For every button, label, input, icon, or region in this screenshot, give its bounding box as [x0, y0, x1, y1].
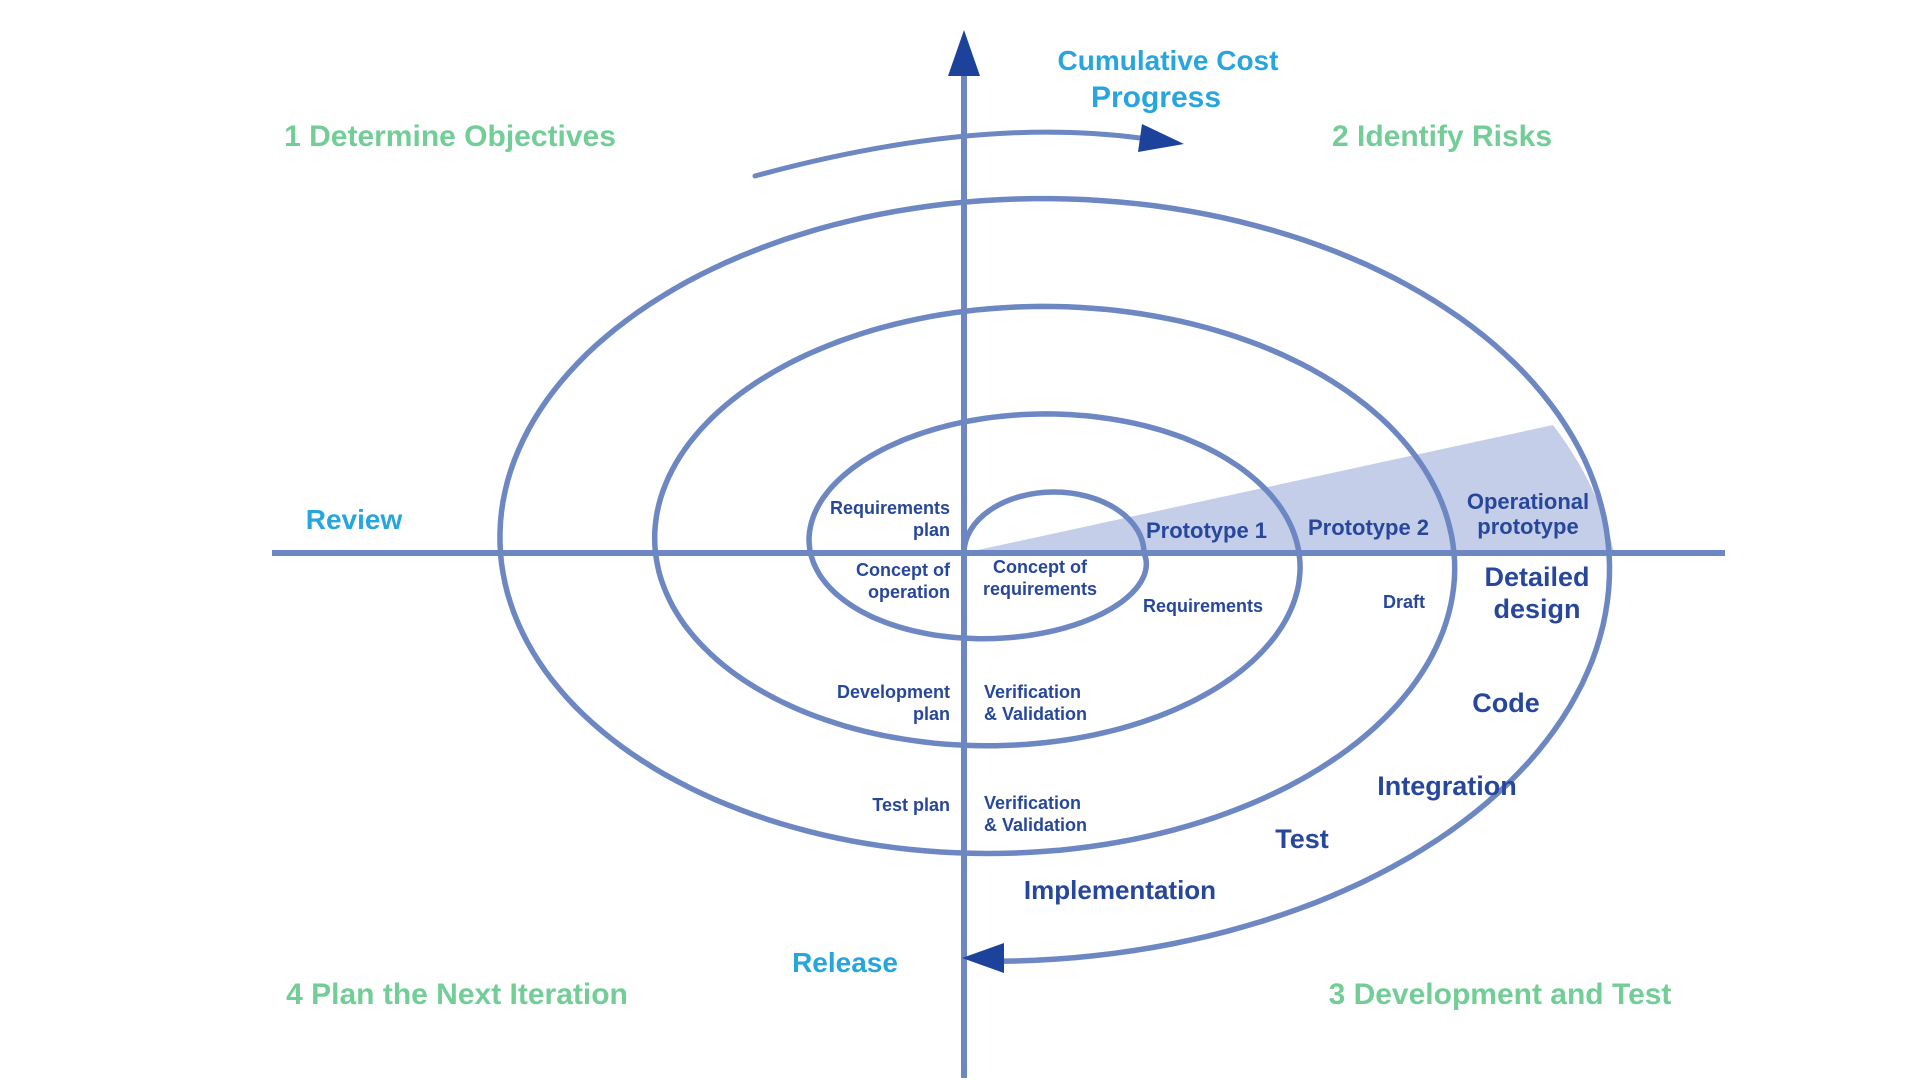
spiral-label-verification-validation-2: Verification & Validation [984, 793, 1088, 835]
spiral-label-test: Test [1275, 824, 1329, 854]
quadrant-label-identify-risks: 2 Identify Risks [1331, 120, 1553, 153]
spiral-label-detailed-design: Detailed design [1484, 562, 1590, 625]
progress-arrow-curve [752, 129, 1143, 179]
spiral-label-operational-prototype: Operational prototype [1466, 489, 1590, 540]
spiral-label-integration: Integration [1377, 771, 1517, 801]
spiral-label-requirements: Requirements [1143, 596, 1264, 616]
release-arrowhead-icon [962, 943, 1004, 973]
spiral-label-prototype-2: Prototype 2 [1308, 515, 1430, 540]
spiral-label-draft: Draft [1382, 592, 1426, 612]
spiral-label-code: Code [1472, 688, 1540, 718]
spiral-label-test-plan: Test plan [872, 795, 950, 815]
risk-wedge-shading [964, 425, 1614, 553]
quadrant-label-plan-next-iteration: 4 Plan the Next Iteration [286, 978, 628, 1011]
axis-label-release: Release [792, 947, 898, 978]
spiral-label-concept-of-operation: Concept of operation [856, 560, 950, 602]
spiral-label-requirements-plan: Requirements plan [829, 498, 950, 540]
axis-label-cumulative-cost: Cumulative Cost [1057, 45, 1279, 76]
quadrant-label-determine-objectives: 1 Determine Objectives [284, 120, 616, 153]
progress-arrowhead-icon [1138, 124, 1184, 152]
spiral-curve [497, 195, 1613, 965]
spiral-label-development-plan: Development plan [836, 682, 950, 724]
spiral-label-concept-of-requirements: Concept of requirements [982, 557, 1098, 599]
cost-axis-arrowhead-icon [948, 30, 980, 76]
quadrant-label-development-and-test: 3 Development and Test [1328, 978, 1672, 1011]
spiral-label-implementation: Implementation [1023, 875, 1217, 905]
spiral-label-prototype-1: Prototype 1 [1146, 518, 1268, 543]
spiral-label-verification-validation-1: Verification & Validation [984, 682, 1088, 724]
axis-label-review: Review [305, 504, 403, 535]
axis-label-progress: Progress [1090, 81, 1222, 114]
